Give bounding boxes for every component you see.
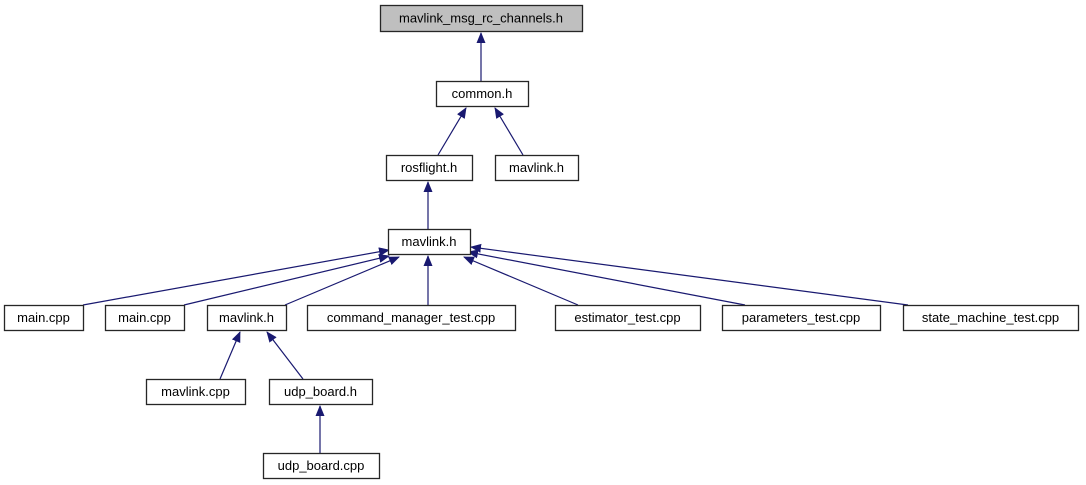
node-box[interactable]	[902, 304, 1080, 332]
node-box[interactable]	[435, 80, 530, 108]
node-command-manager-test-cpp[interactable]: command_manager_test.cpp	[306, 304, 517, 332]
node-label: udp_board.h	[284, 384, 357, 399]
node-box[interactable]	[494, 154, 580, 182]
node-box[interactable]	[206, 304, 288, 332]
node-mavlink-msg-rc-channels-h[interactable]: mavlink_msg_rc_channels.h	[379, 4, 584, 33]
edge-state_machine_test_cpp-to-mavlink_h_mid	[470, 243, 909, 306]
node-box[interactable]	[554, 304, 702, 332]
node-label: command_manager_test.cpp	[327, 310, 495, 325]
node-label: mavlink.h	[402, 234, 457, 249]
node-mavlink-h-io[interactable]: mavlink.h	[206, 304, 288, 332]
node-box[interactable]	[379, 4, 584, 33]
node-label: mavlink.cpp	[161, 384, 230, 399]
node-label: mavlink_msg_rc_channels.h	[399, 11, 563, 26]
node-label: main.cpp	[118, 310, 171, 325]
node-common-h[interactable]: common.h	[435, 80, 530, 108]
node-state-machine-test-cpp[interactable]: state_machine_test.cpp	[902, 304, 1080, 332]
node-box[interactable]	[145, 378, 247, 406]
node-label: common.h	[452, 86, 513, 101]
node-label: parameters_test.cpp	[742, 310, 861, 325]
node-label: udp_board.cpp	[278, 458, 365, 473]
node-label: mavlink.h	[509, 160, 564, 175]
node-label: estimator_test.cpp	[574, 310, 680, 325]
edge-mavlink_h_lib-to-common_h	[494, 107, 524, 156]
node-box[interactable]	[3, 304, 85, 332]
node-box[interactable]	[721, 304, 882, 332]
node-label: main.cpp	[17, 310, 70, 325]
node-box[interactable]	[306, 304, 517, 332]
node-label: state_machine_test.cpp	[922, 310, 1059, 325]
edge-mavlink_h_io-to-mavlink_h_mid	[284, 256, 400, 306]
node-udp-board-h[interactable]: udp_board.h	[268, 378, 374, 406]
node-main-cpp-2[interactable]: main.cpp	[104, 304, 186, 332]
edge-main_cpp_2-to-mavlink_h_mid	[183, 253, 390, 306]
edge-estimator_test_cpp-to-mavlink_h_mid	[463, 256, 579, 306]
node-parameters-test-cpp[interactable]: parameters_test.cpp	[721, 304, 882, 332]
node-box[interactable]	[262, 452, 381, 480]
edge-main_cpp_1-to-mavlink_h_mid	[82, 247, 390, 306]
node-label: mavlink.h	[219, 310, 274, 325]
edge-mavlink_cpp-to-mavlink_h_io	[219, 331, 241, 380]
node-box[interactable]	[387, 228, 472, 256]
edge-parameters_test_cpp-to-mavlink_h_mid	[467, 249, 746, 306]
node-mavlink-h-mid[interactable]: mavlink.h	[387, 228, 472, 256]
node-mavlink-h-lib[interactable]: mavlink.h	[494, 154, 580, 182]
node-udp-board-cpp[interactable]: udp_board.cpp	[262, 452, 381, 480]
node-label: rosflight.h	[401, 160, 457, 175]
edge-rosflight_h-to-common_h	[437, 107, 467, 156]
node-box[interactable]	[104, 304, 186, 332]
node-box[interactable]	[385, 154, 474, 182]
node-rosflight-h[interactable]: rosflight.h	[385, 154, 474, 182]
node-estimator-test-cpp[interactable]: estimator_test.cpp	[554, 304, 702, 332]
node-box[interactable]	[268, 378, 374, 406]
node-mavlink-cpp[interactable]: mavlink.cpp	[145, 378, 247, 406]
edge-udp_board_h-to-mavlink_h_io	[266, 331, 304, 380]
node-main-cpp-1[interactable]: main.cpp	[3, 304, 85, 332]
